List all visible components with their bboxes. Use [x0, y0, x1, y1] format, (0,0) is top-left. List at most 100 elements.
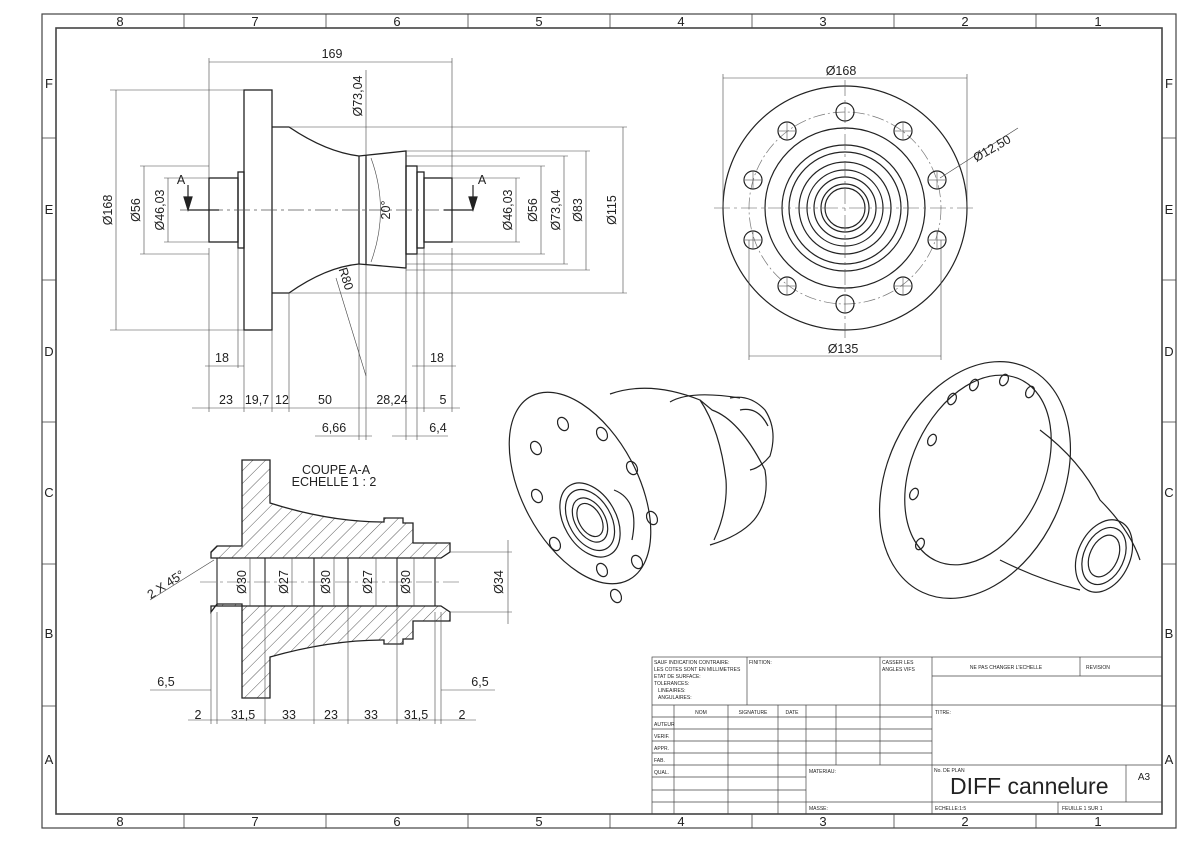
- sheet-border: [41, 13, 1177, 829]
- zone-col-label: 5: [535, 814, 542, 829]
- front-view: A A 169 Ø168 Ø56 Ø46,03 Ø73,04 20° R80 Ø…: [101, 47, 627, 440]
- zone-row-label: E: [45, 202, 54, 217]
- zone-row-label: A: [45, 752, 54, 767]
- zone-col-label: 8: [116, 814, 123, 829]
- zone-col-label: 6: [393, 814, 400, 829]
- section-mark-right: A: [478, 173, 487, 187]
- tb-col-signature: SIGNATURE: [739, 710, 768, 716]
- tb-scale: ECHELLE:1:5: [935, 806, 966, 812]
- dim-12: 12: [275, 393, 289, 407]
- dim-dia-34: Ø34: [492, 570, 506, 594]
- dim-dia-135: Ø135: [828, 342, 859, 356]
- front-view-dim-texts: 169 Ø168 Ø56 Ø46,03 Ø73,04 20° R80 Ø46,0…: [101, 47, 619, 435]
- tb-note-3: TOLERANCES:: [654, 681, 689, 687]
- tb-note-1: LES COTES SONT EN MILLIMETRES: [654, 667, 741, 673]
- tb-drawing-title: DIFF cannelure: [950, 773, 1109, 799]
- zone-col-label: 4: [677, 814, 684, 829]
- section-scale: ECHELLE 1 : 2: [292, 475, 377, 489]
- isometric-view-front: [508, 387, 774, 604]
- tb-title-label: TITRE:: [935, 710, 951, 716]
- dim-33-b: 33: [364, 708, 378, 722]
- tb-drawing-no-label: No. DE PLAN: [934, 768, 965, 774]
- tb-note-5: ANGULAIRES:: [658, 695, 692, 701]
- dim-dia-46-right: Ø46,03: [501, 189, 515, 230]
- zone-col-label: 3: [819, 814, 826, 829]
- dim-dia-83: Ø83: [571, 198, 585, 222]
- tb-role-fab: FAB.: [654, 758, 665, 764]
- dim-dia-30-a: Ø30: [235, 570, 249, 594]
- dim-dia-1250: Ø12,50: [971, 132, 1014, 165]
- dim-dia-56-right: Ø56: [526, 198, 540, 222]
- dim-dia-46-left: Ø46,03: [153, 189, 167, 230]
- tb-role-auteur: AUTEUR: [654, 722, 675, 728]
- dim-dia-7304-right: Ø73,04: [549, 189, 563, 230]
- zone-row-label: E: [1165, 202, 1174, 217]
- dim-angle-20: 20°: [379, 201, 393, 220]
- dim-33-a: 33: [282, 708, 296, 722]
- tb-role-qual: QUAL.: [654, 770, 669, 776]
- tb-material: MATERIAU:: [809, 769, 836, 775]
- dim-dia-168-front: Ø168: [101, 195, 115, 226]
- zone-row-label: C: [1164, 485, 1173, 500]
- zone-row-label: F: [1165, 76, 1173, 91]
- zone-row-label: D: [1164, 344, 1173, 359]
- dim-64: 6,4: [429, 421, 446, 435]
- dim-315-a: 31,5: [231, 708, 255, 722]
- dim-18-left: 18: [215, 351, 229, 365]
- tb-role-appr: APPR.: [654, 746, 669, 752]
- zone-row-label: D: [44, 344, 53, 359]
- section-dim-texts: COUPE A-A ECHELLE 1 : 2 2 X 45° Ø30 Ø27 …: [145, 463, 506, 722]
- zone-col-label: 2: [961, 14, 968, 29]
- zone-row-label: A: [1165, 752, 1174, 767]
- tb-note-2: ETAT DE SURFACE:: [654, 674, 701, 680]
- zone-col-label: 5: [535, 14, 542, 29]
- dim-23: 23: [219, 393, 233, 407]
- front-view-dim-lines: [110, 58, 627, 440]
- tb-break-edges-1: ANGLES VIFS: [882, 667, 915, 673]
- tb-role-verif: VERIF.: [654, 734, 670, 740]
- zone-row-label: B: [45, 626, 54, 641]
- title-block-grid: [651, 656, 1163, 815]
- dim-dia-30-c: Ø30: [399, 570, 413, 594]
- section-hatch: [210, 459, 451, 699]
- title-block: SAUF INDICATION CONTRAIRE: LES COTES SON…: [651, 656, 1163, 815]
- section-mark-left: A: [177, 173, 186, 187]
- dim-dia-30-b: Ø30: [319, 570, 333, 594]
- tb-finish: FINITION:: [749, 660, 772, 666]
- dim-23-section: 23: [324, 708, 338, 722]
- dim-dia-7304-top: Ø73,04: [351, 75, 365, 116]
- side-view-centerlines: [714, 80, 976, 338]
- tb-break-edges-0: CASSER LES: [882, 660, 914, 666]
- dim-dia-56-left: Ø56: [129, 198, 143, 222]
- dim-2-left: 2: [195, 708, 202, 722]
- section-view: COUPE A-A ECHELLE 1 : 2 2 X 45° Ø30 Ø27 …: [145, 459, 512, 724]
- zone-row-label: B: [1165, 626, 1174, 641]
- side-view-dim-texts: Ø168 Ø12,50 Ø135: [826, 64, 1014, 356]
- zone-col-label: 2: [961, 814, 968, 829]
- zone-col-label: 6: [393, 14, 400, 29]
- title-block-texts: SAUF INDICATION CONTRAIRE: LES COTES SON…: [654, 660, 1151, 812]
- zone-col-label: 1: [1094, 14, 1101, 29]
- tb-no-scale: NE PAS CHANGER L'ECHELLE: [970, 665, 1043, 671]
- zone-col-label: 8: [116, 14, 123, 29]
- zone-labels: 8 7 6 5 4 3 2 1 8 7 6 5 4 3 2 1 F E D C …: [44, 14, 1173, 829]
- dim-dia-168-side: Ø168: [826, 64, 857, 78]
- zone-col-label: 3: [819, 14, 826, 29]
- dim-dia-27-b: Ø27: [361, 570, 375, 594]
- dim-chamfer: 2 X 45°: [145, 568, 187, 602]
- dim-5: 5: [440, 393, 447, 407]
- dim-2-right: 2: [459, 708, 466, 722]
- dim-65-left: 6,5: [157, 675, 174, 689]
- dim-r80: R80: [336, 266, 356, 292]
- isometric-view-back: [878, 361, 1141, 599]
- section-dim-lines: [149, 540, 512, 724]
- zone-col-label: 7: [251, 814, 258, 829]
- side-view: Ø168 Ø12,50 Ø135: [714, 64, 1019, 360]
- section-marks: [183, 185, 478, 213]
- zone-col-label: 4: [677, 14, 684, 29]
- zone-col-label: 7: [251, 14, 258, 29]
- dim-197: 19,7: [245, 393, 269, 407]
- side-view-dim-lines: [722, 74, 1019, 360]
- zone-row-label: C: [44, 485, 53, 500]
